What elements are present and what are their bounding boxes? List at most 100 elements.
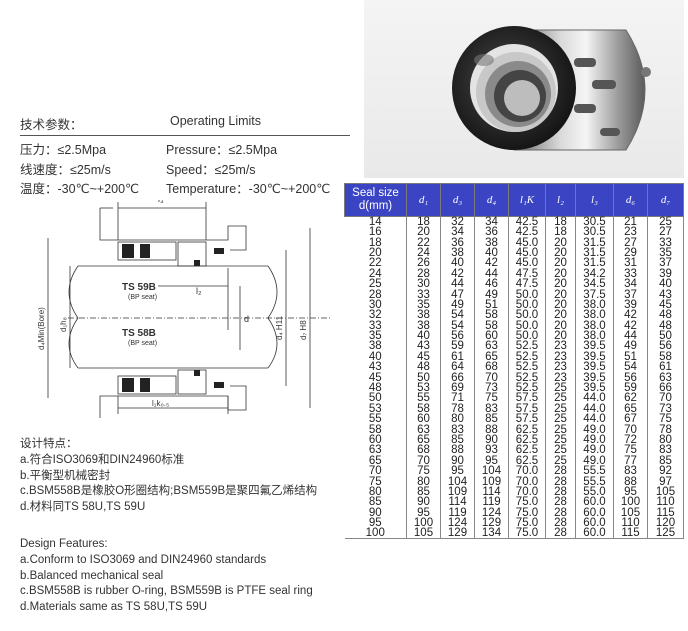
header-col: l₁K bbox=[508, 183, 546, 217]
table-cell: 58 bbox=[647, 351, 684, 363]
table-cell: 39 bbox=[647, 268, 684, 280]
table-cell: 73 bbox=[647, 403, 684, 415]
table-cell: 38.0 bbox=[575, 309, 614, 321]
table-cell: 34.5 bbox=[575, 278, 614, 290]
table-cell: 45 bbox=[647, 299, 684, 311]
limit-cn: 温度：-30℃~+200℃ bbox=[20, 182, 140, 196]
table-cell: 30 bbox=[406, 278, 441, 290]
header-seal-size: Seal size d(mm) bbox=[344, 183, 407, 217]
table-cell: 36 bbox=[474, 226, 509, 238]
table-cell: 75.0 bbox=[508, 528, 546, 540]
table-cell: 47.5 bbox=[508, 278, 546, 290]
dimension-table: Seal size d(mm) d₁ d₃ d₄ l₁K l₂ l₃ d₆ d₇… bbox=[344, 183, 684, 540]
table-cell: 85 bbox=[474, 413, 509, 425]
header-col: d₃ bbox=[440, 183, 475, 217]
table-cell: 75 bbox=[647, 413, 684, 425]
table-cell: 90 bbox=[406, 496, 441, 508]
feature-en-item: b.Balanced mechanical seal bbox=[20, 569, 164, 582]
design-features: 设计特点： a.符合ISO3069和DIN24960标准 b.平衡型机械密封 c… bbox=[20, 437, 360, 615]
table-cell: 120 bbox=[647, 517, 684, 529]
table-cell: 35 bbox=[647, 247, 684, 259]
dim-d: d bbox=[244, 314, 249, 324]
features-title-en: Design Features: bbox=[20, 538, 108, 551]
table-cell: 48 bbox=[406, 361, 441, 373]
feature-en-item: d.Materials same as TS 58U,TS 59U bbox=[20, 600, 208, 613]
dim-d1: d₁h₈ bbox=[59, 317, 68, 332]
seat-bottom-label: TS 58B bbox=[122, 328, 156, 339]
table-cell: 60.0 bbox=[575, 528, 614, 540]
feature-cn-item: b.平衡型机械密封 bbox=[20, 469, 111, 482]
table-cell: 40 bbox=[647, 278, 684, 290]
table-cell: 75.0 bbox=[508, 496, 546, 508]
table-cell: 67 bbox=[613, 413, 648, 425]
seal-size-cell: 32 bbox=[344, 309, 407, 321]
table-cell: 34 bbox=[613, 278, 648, 290]
seal-size-cell: 43 bbox=[344, 361, 407, 373]
header-seal-size-line1: Seal size bbox=[352, 187, 399, 199]
dim-d7: d₇ H8 bbox=[299, 320, 308, 340]
table-cell: 42 bbox=[613, 309, 648, 321]
operating-limits: 技术参数： Operating Limits 压力：≤2.5Mpa Pressu… bbox=[20, 114, 350, 196]
seal-size-cell: 85 bbox=[344, 496, 407, 508]
table-cell: 28 bbox=[545, 528, 576, 540]
table-cell: 83 bbox=[613, 465, 648, 477]
table-cell: 105 bbox=[406, 528, 441, 540]
table-cell: 34 bbox=[440, 226, 475, 238]
table-cell: 66 bbox=[647, 382, 684, 394]
limit-cn: 压力：≤2.5Mpa bbox=[20, 143, 107, 157]
table-cell: 60.0 bbox=[575, 496, 614, 508]
table-cell: 23 bbox=[545, 361, 576, 373]
header-col: l₂ bbox=[545, 183, 576, 217]
table-cell: 27 bbox=[647, 226, 684, 238]
table-cell: 100 bbox=[613, 496, 648, 508]
table-cell: 54 bbox=[440, 309, 475, 321]
limits-title-cn: 技术参数： bbox=[20, 118, 83, 132]
table-cell: 134 bbox=[474, 528, 509, 540]
features-title-cn: 设计特点： bbox=[20, 438, 78, 450]
header-col: d₁ bbox=[406, 183, 441, 217]
limits-title-en: Operating Limits bbox=[170, 114, 262, 128]
table-cell: 125 bbox=[647, 528, 684, 540]
limits-header: 技术参数： Operating Limits bbox=[20, 114, 350, 134]
table-cell: 38 bbox=[406, 309, 441, 321]
table-cell: 75 bbox=[406, 465, 441, 477]
table-cell: 46 bbox=[474, 278, 509, 290]
limits-divider bbox=[20, 135, 350, 136]
table-cell: 119 bbox=[474, 496, 509, 508]
limit-en: Speed：≤25m/s bbox=[166, 163, 256, 177]
seal-size-cell: 16 bbox=[344, 226, 407, 238]
table-cell: 20 bbox=[545, 278, 576, 290]
table-cell: 50 bbox=[647, 330, 684, 342]
table-cell: 78 bbox=[647, 424, 684, 436]
table-cell: 110 bbox=[647, 496, 684, 508]
table-cell: 58 bbox=[474, 309, 509, 321]
table-cell: 20 bbox=[406, 226, 441, 238]
feature-cn-item: d.材料同TS 58U,TS 59U bbox=[20, 500, 146, 513]
table-cell: 25 bbox=[545, 413, 576, 425]
seal-size-cell: 22 bbox=[344, 257, 407, 269]
table-cell: 48 bbox=[647, 309, 684, 321]
table-cell: 56 bbox=[647, 341, 684, 352]
seal-size-cell: 55 bbox=[344, 413, 407, 425]
